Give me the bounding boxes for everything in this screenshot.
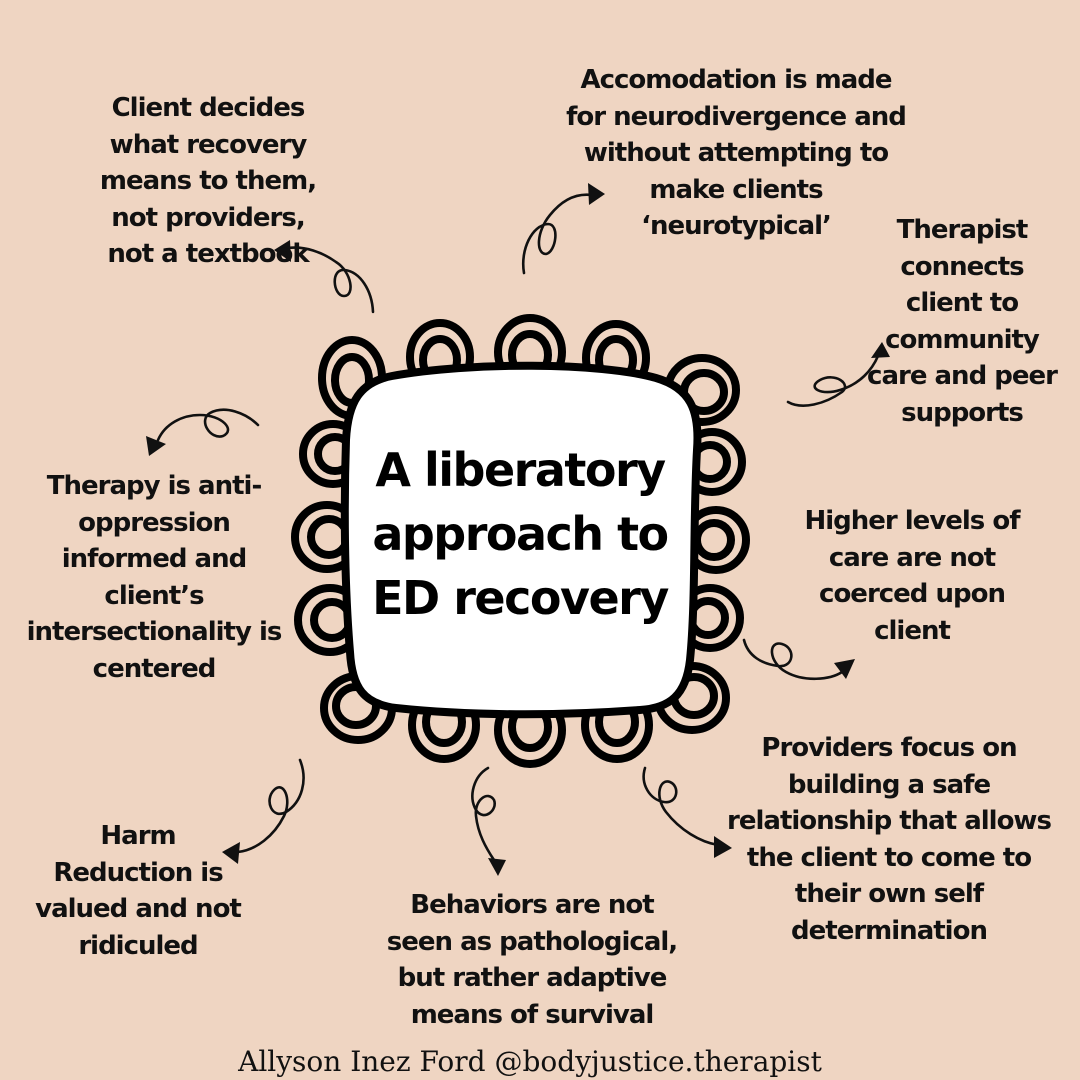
note-line: care and peer bbox=[867, 361, 1058, 391]
note-accomodation: Accomodation is made for neurodivergence… bbox=[556, 62, 916, 245]
note-line: intersectionality is bbox=[26, 617, 283, 647]
note-line: but rather adaptive bbox=[397, 963, 668, 993]
note-line: without attempting to bbox=[583, 138, 889, 168]
arrow-to-providers bbox=[642, 766, 732, 858]
note-line: means to them, bbox=[99, 166, 317, 196]
note-line: not a textbook bbox=[107, 239, 309, 269]
note-line: Client decides bbox=[111, 93, 306, 123]
note-line: ‘neurotypical’ bbox=[641, 211, 832, 241]
arrow-to-accomodation bbox=[521, 183, 605, 275]
note-line: seen as pathological, bbox=[386, 926, 678, 957]
author-credit: Allyson Inez Ford @bodyjustice.therapist bbox=[238, 1045, 822, 1078]
note-line: means of survival bbox=[410, 999, 655, 1030]
note-line: relationship that allows bbox=[727, 806, 1052, 836]
note-line: building a safe bbox=[787, 769, 991, 800]
note-line: supports bbox=[901, 397, 1024, 428]
title-frame bbox=[340, 361, 702, 719]
note-higher-care: Higher levels of care are not coerced up… bbox=[792, 503, 1032, 649]
note-line: determination bbox=[791, 915, 988, 946]
arrow-to-harm-reduction bbox=[222, 758, 305, 864]
note-line: Harm bbox=[100, 821, 176, 851]
arrow-to-community bbox=[786, 342, 890, 407]
note-line: care are not bbox=[828, 542, 996, 573]
note-line: the client to come to bbox=[746, 842, 1032, 873]
center-title: A liberatory approach to ED recovery bbox=[350, 438, 690, 630]
arrow-to-higher-care bbox=[742, 638, 855, 681]
note-client-decides: Client decides what recovery means to th… bbox=[48, 90, 368, 273]
note-line: Higher levels of bbox=[804, 506, 1020, 536]
note-line: ridiculed bbox=[78, 930, 198, 961]
note-community: Therapist connects client to community c… bbox=[862, 212, 1062, 431]
note-line: valued and not bbox=[35, 894, 242, 924]
note-line: what recovery bbox=[109, 129, 308, 160]
note-line: connects bbox=[900, 251, 1024, 282]
note-line: Reduction is bbox=[53, 857, 223, 888]
note-harm-reduction: Harm Reduction is valued and not ridicul… bbox=[30, 818, 246, 964]
note-line: client to bbox=[905, 288, 1019, 318]
note-line: not providers, bbox=[111, 202, 305, 233]
note-line: client’s bbox=[104, 580, 204, 611]
arrow-to-behaviors bbox=[471, 766, 506, 876]
arrow-to-client-decides bbox=[274, 240, 375, 314]
note-behaviors: Behaviors are not seen as pathological, … bbox=[376, 887, 688, 1033]
note-line: for neurodivergence and bbox=[566, 101, 907, 132]
note-providers: Providers focus on building a safe relat… bbox=[726, 730, 1052, 949]
note-line: oppression bbox=[78, 507, 231, 538]
note-line: informed and bbox=[61, 544, 247, 574]
note-line: centered bbox=[92, 653, 217, 684]
center-title-line: A liberatory bbox=[375, 443, 666, 497]
note-line: Therapist bbox=[896, 215, 1029, 245]
note-line: make clients bbox=[649, 174, 823, 205]
center-title-line: approach to bbox=[372, 507, 669, 561]
note-line: their own self bbox=[794, 879, 984, 909]
note-line: client bbox=[874, 615, 951, 646]
note-line: Behaviors are not bbox=[410, 890, 654, 920]
arrow-to-anti-oppression bbox=[146, 408, 260, 456]
note-line: Providers focus on bbox=[761, 733, 1017, 763]
note-anti-oppression: Therapy is anti- oppression informed and… bbox=[20, 468, 288, 687]
note-line: Accomodation is made bbox=[580, 65, 892, 95]
note-line: Therapy is anti- bbox=[46, 471, 262, 501]
center-title-line: ED recovery bbox=[372, 571, 669, 625]
note-line: coerced upon bbox=[819, 579, 1006, 609]
note-line: community bbox=[885, 324, 1040, 355]
